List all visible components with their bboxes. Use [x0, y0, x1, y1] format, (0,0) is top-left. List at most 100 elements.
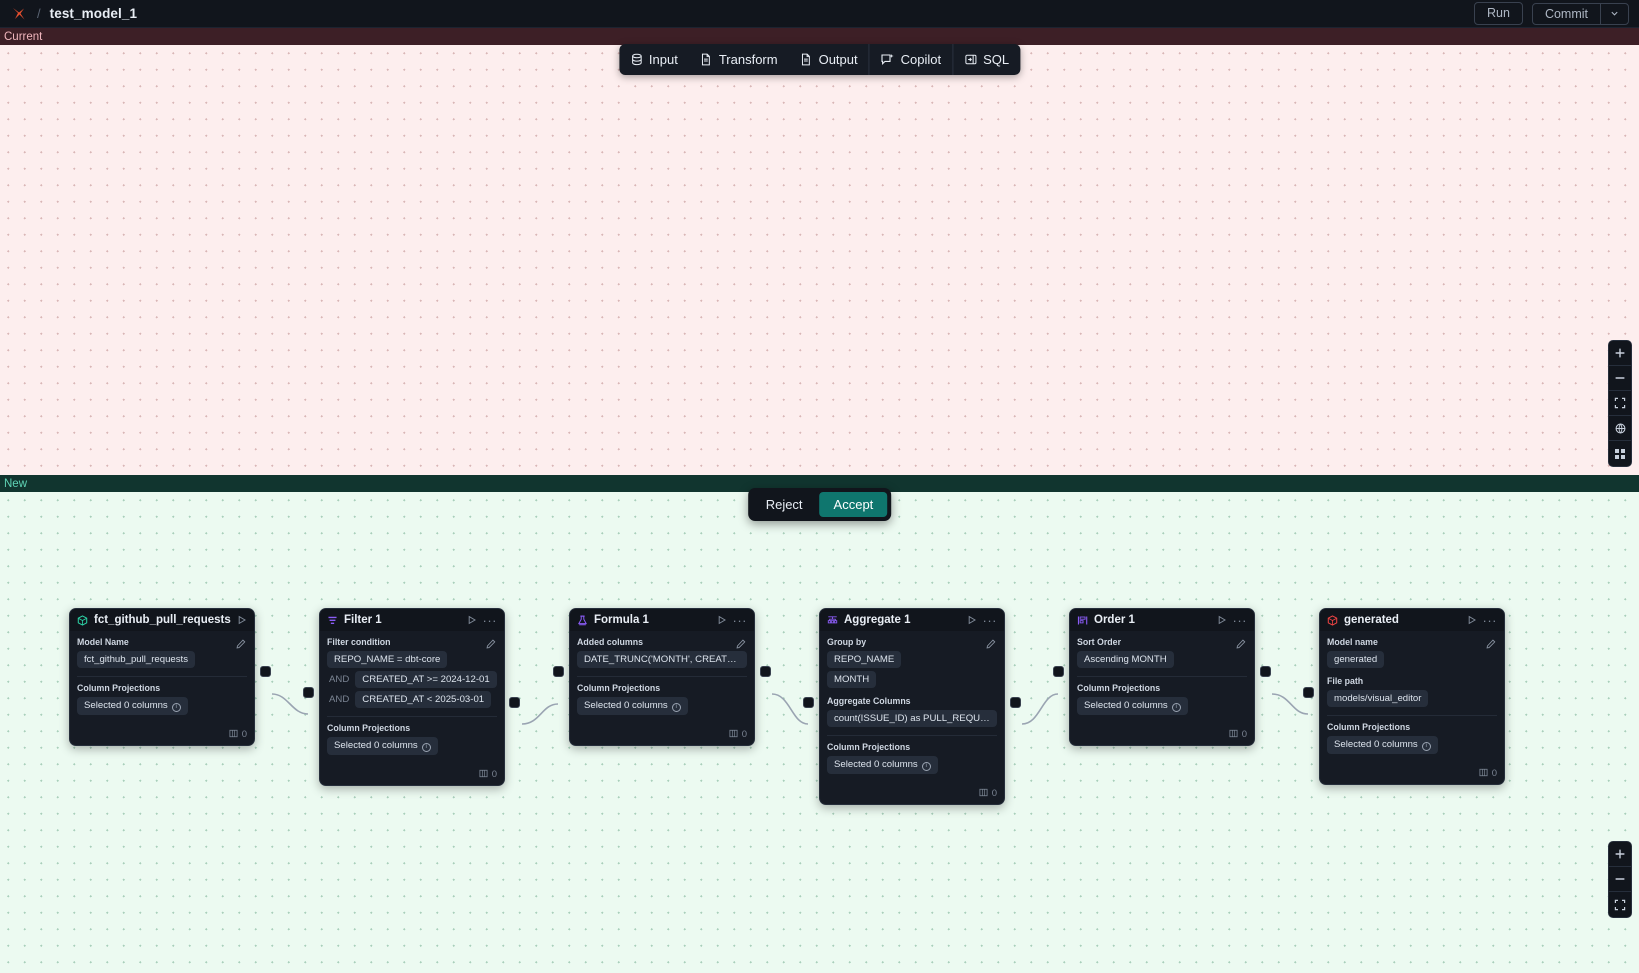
port-formula-in[interactable]	[553, 666, 564, 677]
play-icon[interactable]	[467, 615, 477, 625]
condition-row: AND CREATED_AT >= 2024-12-01	[327, 671, 497, 691]
chevron-down-icon[interactable]	[1600, 3, 1628, 24]
sort-order-chip[interactable]: Ascending MONTH	[1077, 651, 1174, 668]
info-icon[interactable]: i	[671, 702, 681, 712]
node-footer: 0	[820, 786, 1004, 804]
node-filter-1[interactable]: Filter 1 ··· Filter condition REPO_NAME …	[319, 608, 505, 786]
commit-button[interactable]: Commit	[1544, 6, 1588, 21]
group-by-chip[interactable]: REPO_NAME	[827, 651, 902, 668]
toolbar-item-transform[interactable]: Transform	[689, 44, 789, 75]
section-filter-condition: Filter condition REPO_NAME = dbt-core AN…	[327, 637, 497, 711]
node-header: generated ···	[1320, 609, 1504, 631]
port-generated-in[interactable]	[1303, 687, 1314, 698]
port-aggregate-in[interactable]	[803, 697, 814, 708]
columns-icon	[1479, 768, 1488, 780]
reject-button[interactable]: Reject	[752, 492, 817, 517]
fit-view-button[interactable]	[1609, 391, 1631, 416]
fit-view-button[interactable]	[1609, 892, 1631, 917]
pencil-icon[interactable]	[486, 636, 496, 654]
play-icon[interactable]	[237, 615, 247, 625]
added-column-chip[interactable]: DATE_TRUNC('MONTH', CREATED_AT...	[577, 651, 747, 668]
info-icon[interactable]: i	[921, 761, 931, 771]
pencil-icon[interactable]	[236, 636, 246, 654]
current-canvas[interactable]	[0, 45, 1639, 475]
info-icon[interactable]: i	[421, 742, 431, 752]
zoom-in-button[interactable]	[1609, 341, 1631, 366]
node-aggregate-1[interactable]: Aggregate 1 ··· Group by REPO_NAME MONTH…	[819, 608, 1005, 805]
columns-icon	[479, 769, 488, 781]
more-icon[interactable]: ···	[982, 612, 997, 628]
commit-button-group[interactable]: Commit	[1531, 2, 1629, 25]
port-source-out[interactable]	[260, 666, 271, 677]
condition-chip[interactable]: CREATED_AT < 2025-03-01	[355, 691, 492, 708]
condition-chip[interactable]: REPO_NAME = dbt-core	[327, 651, 448, 668]
file-path-chip[interactable]: models/visual_editor	[1327, 690, 1429, 707]
diff-decision-bar: Reject Accept	[747, 488, 892, 521]
info-icon[interactable]: i	[1421, 741, 1431, 751]
node-order-1[interactable]: Order 1 ··· Sort Order Ascending MONTH C…	[1069, 608, 1255, 746]
section-label: Aggregate Columns	[827, 696, 911, 706]
node-footer: 0	[1070, 727, 1254, 745]
node-fct-github-pull-requests[interactable]: fct_github_pull_requests ··· Model Name …	[69, 608, 255, 746]
port-filter-out[interactable]	[509, 697, 520, 708]
port-formula-out[interactable]	[760, 666, 771, 677]
zoom-out-button[interactable]	[1609, 867, 1631, 892]
new-canvas[interactable]: fct_github_pull_requests ··· Model Name …	[0, 492, 1639, 973]
group-by-chip[interactable]: MONTH	[827, 671, 877, 688]
play-icon[interactable]	[1217, 615, 1227, 625]
column-count: 0	[1241, 729, 1247, 741]
zoom-in-button[interactable]	[1609, 842, 1631, 867]
more-icon[interactable]: ···	[732, 612, 747, 628]
more-icon[interactable]: ···	[482, 612, 497, 628]
aggregate-column-chip[interactable]: count(ISSUE_ID) as PULL_REQUEST_...	[827, 710, 997, 727]
node-footer: 0	[570, 727, 754, 745]
node-header: fct_github_pull_requests ···	[70, 609, 254, 631]
pencil-icon[interactable]	[986, 636, 996, 654]
port-order-out[interactable]	[1260, 666, 1271, 677]
toolbar-item-input[interactable]: Input	[619, 44, 689, 75]
port-aggregate-out[interactable]	[1010, 697, 1021, 708]
lock-globe-icon[interactable]	[1609, 416, 1631, 441]
value-chip[interactable]: fct_github_pull_requests	[77, 651, 196, 668]
section-label: Column Projections	[1327, 722, 1411, 732]
section-file-path: File path models/visual_editor	[1327, 676, 1497, 710]
pencil-icon[interactable]	[736, 636, 746, 654]
x-logo-icon[interactable]	[10, 5, 28, 23]
node-header: Order 1 ···	[1070, 609, 1254, 631]
port-order-in[interactable]	[1053, 666, 1064, 677]
section-label: Model name	[1327, 637, 1378, 647]
accept-button[interactable]: Accept	[819, 492, 888, 517]
node-generated[interactable]: generated ··· Model name generated File …	[1319, 608, 1505, 785]
play-icon[interactable]	[1467, 615, 1477, 625]
condition-chip[interactable]: CREATED_AT >= 2024-12-01	[355, 671, 497, 688]
toolbar-label-copilot: Copilot	[900, 52, 942, 67]
node-formula-1[interactable]: Formula 1 ··· Added columns DATE_TRUNC('…	[569, 608, 755, 746]
toolbar-item-output[interactable]: Output	[789, 44, 869, 75]
toolbar-item-sql[interactable]: SQL	[952, 44, 1020, 75]
play-icon[interactable]	[967, 615, 977, 625]
pencil-icon[interactable]	[1486, 636, 1496, 654]
play-icon[interactable]	[717, 615, 727, 625]
pencil-icon[interactable]	[1236, 636, 1246, 654]
more-icon[interactable]: ···	[253, 613, 254, 628]
toolbar-item-copilot[interactable]: Copilot	[868, 44, 952, 75]
section-label: File path	[1327, 676, 1364, 686]
condition-operator: AND	[329, 694, 350, 705]
model-name-chip[interactable]: generated	[1327, 651, 1385, 668]
info-icon[interactable]: i	[1171, 702, 1181, 712]
info-icon[interactable]: i	[171, 702, 181, 712]
section-label: Column Projections	[327, 723, 411, 733]
section-label: Added columns	[577, 637, 643, 647]
zoom-out-button[interactable]	[1609, 366, 1631, 391]
more-icon[interactable]: ···	[1482, 612, 1497, 628]
mini-map-button[interactable]	[1609, 441, 1631, 466]
run-button[interactable]: Run	[1474, 2, 1523, 25]
port-filter-in[interactable]	[303, 687, 314, 698]
more-icon[interactable]: ···	[1232, 612, 1247, 628]
